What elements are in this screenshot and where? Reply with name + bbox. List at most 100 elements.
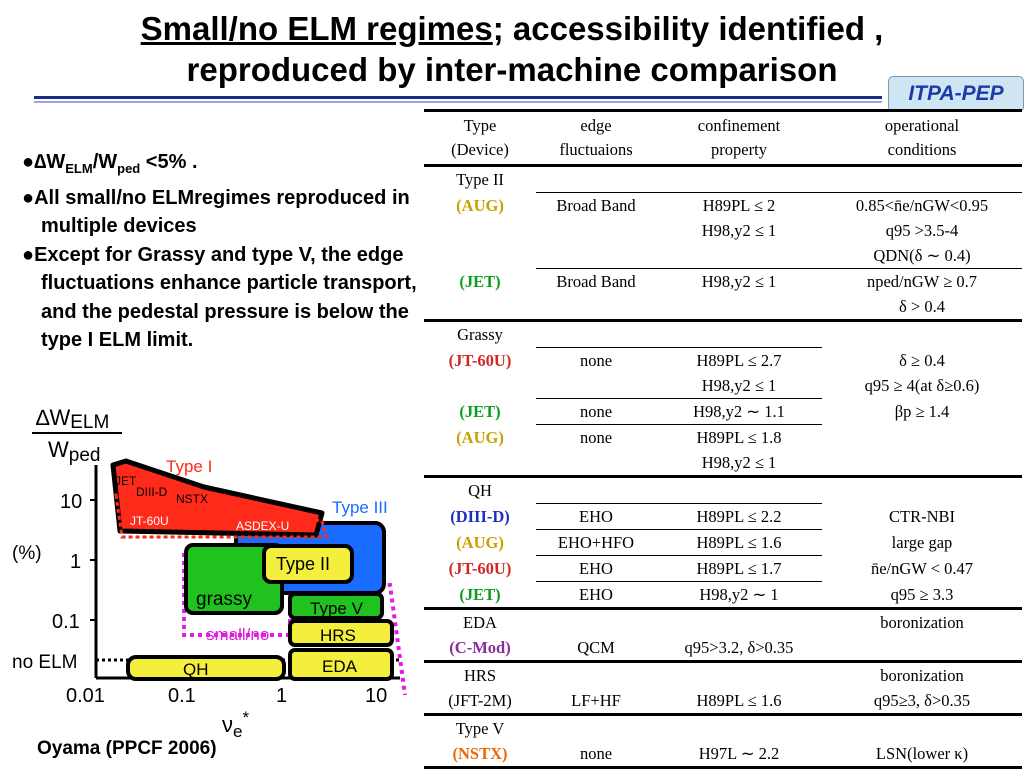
- table-cell: CTR-NBI: [889, 507, 955, 526]
- eda-label: EDA: [322, 657, 358, 676]
- table-cell: (DIII-D): [450, 507, 510, 526]
- table-cell: EDA: [424, 607, 536, 635]
- title-line2: reproduced by inter-machine comparison: [186, 51, 838, 88]
- table-row: (JT-60U) EHO H89PL ≤ 1.7 n̄e/nGW < 0.47: [424, 555, 1022, 582]
- table-row: (DIII-D) EHO H89PL ≤ 2.2 CTR-NBI: [424, 503, 1022, 530]
- table-cell: [822, 713, 1022, 741]
- table-cell: (JT-60U): [448, 559, 512, 578]
- ylabel-numerator: ∆WELM: [36, 405, 109, 433]
- title-line1-rest: ; accessibility identified ,: [492, 10, 884, 47]
- header-type: Type (Device): [424, 109, 536, 167]
- table-cell: Broad Band: [536, 268, 656, 294]
- table-row: (AUG) none H89PL ≤ 1.8: [424, 424, 1022, 451]
- table-cell: H98,y2 ≤ 1: [656, 268, 822, 294]
- table-cell: βp ≥ 1.4: [894, 402, 950, 421]
- table-cell: (JET): [459, 402, 501, 421]
- itpa-pep-badge: ITPA-PEP: [888, 76, 1024, 112]
- table-row: (AUG) Broad Band H89PL ≤ 2 0.85<n̄e/nGW<…: [424, 192, 1022, 218]
- table-cell: (JET): [459, 584, 501, 604]
- table-cell: [656, 319, 822, 348]
- table-cell: [536, 243, 656, 269]
- table-cell: [536, 218, 656, 243]
- y-tick-0-1: 0.1: [52, 611, 80, 633]
- grassy-label: grassy: [196, 589, 252, 610]
- table-cell: (AUG): [456, 533, 504, 552]
- table-cell: [536, 166, 656, 193]
- qh-region: [126, 655, 286, 681]
- table-cell: [822, 166, 1022, 193]
- table-cell: [424, 373, 536, 399]
- qh-label: QH: [183, 660, 209, 679]
- table-cell: none: [536, 424, 656, 450]
- table-row: Grassy: [424, 319, 1022, 348]
- table-cell: H89PL ≤ 2.7: [656, 347, 822, 373]
- table-cell: [536, 450, 656, 477]
- table-cell: Type II: [456, 170, 504, 190]
- table-row: Type II: [424, 166, 1022, 193]
- table-cell: [536, 607, 656, 635]
- table-cell: none: [536, 398, 656, 425]
- table-cell: large gap: [891, 533, 953, 552]
- table-cell: QCM: [577, 638, 615, 657]
- table-cell: boronization: [822, 660, 1022, 688]
- table-cell: (JET): [459, 271, 501, 291]
- x-axis-label: νe*: [222, 708, 249, 740]
- table-cell: [656, 607, 822, 635]
- table-row: (C-Mod) QCM q95>3.2, δ>0.35: [424, 635, 1022, 662]
- table-cell: EHO: [536, 503, 656, 530]
- table-row: (JFT-2M) LF+HF H89PL ≤ 1.6 q95≥3, δ>0.35: [424, 688, 1022, 715]
- hrs-region: [288, 619, 394, 647]
- table-row: (AUG) EHO+HFO H89PL ≤ 1.6 large gap: [424, 529, 1022, 556]
- table-cell: EHO+HFO: [536, 529, 656, 556]
- table-row: (JET) Broad Band H98,y2 ≤ 1 nped/nGW ≥ 0…: [424, 268, 1022, 294]
- table-cell: [424, 450, 536, 477]
- table-cell: [536, 660, 656, 688]
- table-cell: q95≥3, δ>0.35: [873, 691, 971, 710]
- table-cell: H89PL ≤ 2.2: [656, 503, 822, 530]
- table-header-row: Type (Device) edge fluctuaions confineme…: [424, 109, 1022, 167]
- device-jt-60u: JT-60U: [130, 514, 169, 528]
- table-row: (JT-60U) none H89PL ≤ 2.7 δ ≥ 0.4: [424, 347, 1022, 373]
- x-tick-0-01: 0.01: [66, 685, 105, 707]
- table-cell: H98,y2 ≤ 1: [701, 376, 777, 395]
- table-cell: q95 >3.5-4: [885, 221, 959, 240]
- table-row: (NSTX) none H97L ∼ 2.2 LSN(lower κ): [424, 741, 1022, 769]
- table-cell: [822, 319, 1022, 348]
- device-nstx: NSTX: [176, 492, 208, 506]
- table-row: H98,y2 ≤ 1: [424, 450, 1022, 477]
- eda-region: [288, 648, 394, 681]
- device-diii-d: DIII-D: [136, 485, 168, 499]
- table-cell: δ > 0.4: [899, 297, 945, 316]
- table-cell: [656, 166, 822, 193]
- table-cell: H89PL ≤ 2: [656, 192, 822, 218]
- table-cell: (JT-60U): [448, 350, 512, 370]
- table-row: QH: [424, 475, 1022, 504]
- table-cell: H98,y2 ∼ 1: [656, 581, 822, 609]
- type-iii-label: Type III: [332, 498, 388, 517]
- table-cell: [536, 319, 656, 348]
- table-cell: nped/nGW ≥ 0.7: [822, 268, 1022, 294]
- slide-title: Small/no ELM regimes; accessibility iden…: [0, 8, 1024, 90]
- bullet-list: ●∆WELM/Wped <5% . ●All small/no ELMregim…: [22, 148, 422, 355]
- table-cell: [822, 425, 1022, 451]
- table-cell: [822, 450, 1022, 477]
- table-cell: [536, 294, 656, 321]
- table-cell: H98,y2 ∼ 1.1: [656, 398, 822, 425]
- table-row: (JET) EHO H98,y2 ∼ 1 q95 ≥ 3.3: [424, 581, 1022, 609]
- header-confinement: confinement property: [656, 109, 822, 167]
- regime-table: Type (Device) edge fluctuaions confineme…: [424, 109, 1022, 769]
- type-ii-region: [262, 544, 354, 584]
- table-cell: n̄e/nGW < 0.47: [870, 559, 974, 578]
- table-cell: EHO: [536, 555, 656, 582]
- type-v-region: [288, 592, 384, 620]
- table-cell: QDN(δ ∼ 0.4): [873, 246, 971, 265]
- table-cell: (NSTX): [424, 741, 536, 769]
- table-cell: (JFT-2M): [448, 691, 512, 710]
- type-i-label: Type I: [166, 457, 212, 476]
- x-tick-0-1: 0.1: [168, 685, 196, 707]
- table-cell: [656, 660, 822, 688]
- device-jet: JET: [115, 474, 137, 488]
- table-cell: [656, 294, 822, 321]
- x-tick-10: 10: [365, 685, 387, 707]
- table-cell: [424, 294, 536, 321]
